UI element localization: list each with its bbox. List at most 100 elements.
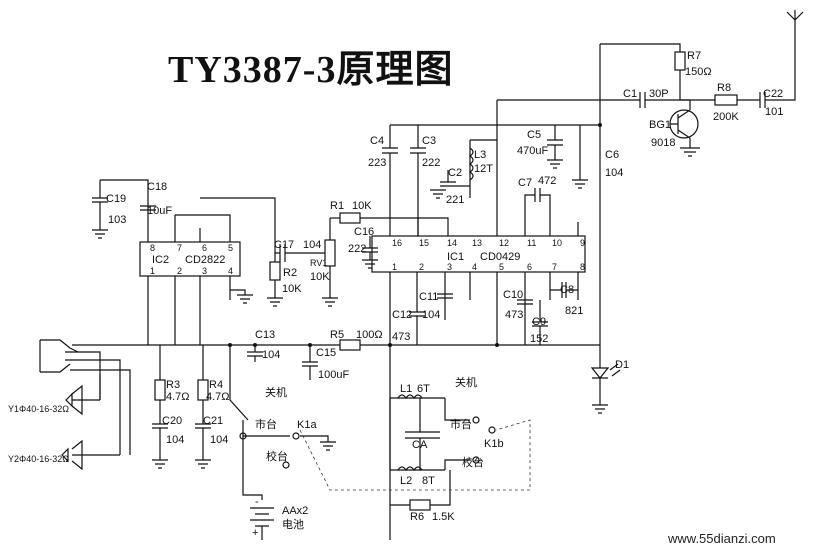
ic2-wires bbox=[92, 179, 300, 307]
volume-section bbox=[300, 212, 449, 307]
ic1-bottom-pin-2: 2 bbox=[419, 262, 424, 272]
watermark: www.55dianzi.com bbox=[668, 531, 776, 546]
label-school-1: 校台 bbox=[266, 449, 288, 463]
value-l1: 6T bbox=[417, 383, 430, 395]
value-c5: 470uF bbox=[517, 145, 548, 157]
label-ca: CA bbox=[412, 439, 428, 451]
label-c13: C13 bbox=[255, 329, 275, 341]
band-coils bbox=[299, 394, 531, 511]
antenna bbox=[786, 10, 804, 92]
resistor-r6 bbox=[409, 499, 431, 511]
label-r4: R4 bbox=[209, 379, 223, 391]
resistor-r1 bbox=[339, 212, 361, 224]
value-c1: 30P bbox=[649, 88, 669, 100]
value-c17: 104 bbox=[303, 239, 321, 251]
label-speaker-y1: Y1Φ40-16-32Ω bbox=[8, 404, 69, 414]
label-city-2: 市台 bbox=[450, 417, 472, 431]
ic1-top-pin-14: 14 bbox=[447, 238, 457, 248]
ic1-bottom-pin-6: 6 bbox=[527, 262, 532, 272]
resistor-r8 bbox=[714, 94, 738, 106]
value-c8: 821 bbox=[565, 305, 583, 317]
label-rv1: RV1 bbox=[310, 258, 327, 268]
label-c15: C15 bbox=[316, 347, 336, 359]
value-l3: 12T bbox=[474, 163, 493, 175]
audio-output bbox=[39, 339, 211, 471]
ic1-top-pin-16: 16 bbox=[392, 238, 402, 248]
label-c8: C8 bbox=[560, 284, 574, 296]
label-power-off-1: 关机 bbox=[265, 385, 287, 399]
value-c11: 104 bbox=[422, 309, 440, 321]
battery-minus: - bbox=[255, 496, 259, 508]
label-r7: R7 bbox=[687, 50, 701, 62]
label-r5: R5 bbox=[330, 329, 344, 341]
ic2-name: IC2 bbox=[152, 254, 169, 266]
value-r8: 200K bbox=[713, 111, 739, 123]
ic1-top-pin-13: 13 bbox=[472, 238, 482, 248]
ic2-part: CD2822 bbox=[185, 254, 225, 266]
value-r6: 1.5K bbox=[432, 511, 455, 523]
ic2-bottom-pin-4: 4 bbox=[228, 266, 233, 276]
value-c13: 104 bbox=[262, 349, 280, 361]
ic2-bottom-pin-3: 3 bbox=[202, 266, 207, 276]
ic1-top-pin-9: 9 bbox=[580, 238, 585, 248]
value-c3: 222 bbox=[422, 157, 440, 169]
ic1-bottom-pin-7: 7 bbox=[552, 262, 557, 272]
value-c20: 104 bbox=[166, 434, 184, 446]
value-c21: 104 bbox=[210, 434, 228, 446]
ic1-top-pin-12: 12 bbox=[499, 238, 509, 248]
label-c11: C11 bbox=[419, 291, 438, 303]
ic2-top-pin-5: 5 bbox=[228, 243, 233, 253]
ic2-bottom-pin-2: 2 bbox=[177, 266, 182, 276]
ic1-name: IC1 bbox=[447, 251, 464, 263]
ic1-bottom-pin-1: 1 bbox=[392, 262, 397, 272]
ic1-bottom-pin-8: 8 bbox=[580, 262, 585, 272]
ic2-top-pin-6: 6 bbox=[202, 243, 207, 253]
value-r7: 150Ω bbox=[685, 66, 712, 78]
label-c22: C22 bbox=[763, 88, 783, 100]
label-c4: C4 bbox=[370, 135, 384, 147]
label-battery-cn: 电池 bbox=[282, 518, 304, 531]
ic2-chip bbox=[139, 228, 241, 345]
value-r5: 100Ω bbox=[356, 329, 383, 341]
ic1-top-pin-15: 15 bbox=[419, 238, 429, 248]
value-l2: 8T bbox=[422, 475, 435, 487]
value-r3: 4.7Ω bbox=[166, 391, 190, 403]
label-bg1: BG1 bbox=[649, 119, 671, 131]
label-c18: C18 bbox=[147, 181, 167, 193]
label-k1a: K1a bbox=[297, 419, 317, 431]
ic2-bottom-pin-1: 1 bbox=[150, 266, 155, 276]
label-r2: R2 bbox=[283, 267, 297, 279]
label-k1b: K1b bbox=[484, 438, 504, 450]
value-r2: 10K bbox=[282, 283, 302, 295]
label-l3: L3 bbox=[474, 149, 486, 161]
value-c6: 104 bbox=[605, 167, 623, 179]
value-c22: 101 bbox=[765, 106, 783, 118]
label-battery: AAx2 bbox=[282, 505, 308, 517]
label-c6: C6 bbox=[605, 149, 619, 161]
ic2-top-pin-8: 8 bbox=[150, 243, 155, 253]
resistor-r3 bbox=[154, 379, 166, 401]
ic2-top-pin-7: 7 bbox=[177, 243, 182, 253]
ic1-bottom-pin-5: 5 bbox=[499, 262, 504, 272]
value-c7: 472 bbox=[538, 175, 556, 187]
label-r3: R3 bbox=[166, 379, 180, 391]
label-c21: C21 bbox=[203, 415, 223, 427]
ic1-bottom-pin-4: 4 bbox=[472, 262, 477, 272]
label-c20: C20 bbox=[162, 415, 182, 427]
label-r6: R6 bbox=[410, 511, 424, 523]
label-speaker-y2: Y2Φ40-16-32Ω bbox=[8, 454, 69, 464]
label-c7: C7 bbox=[518, 177, 532, 189]
page-title: TY3387-3原理图 bbox=[168, 49, 454, 91]
resistor-r7 bbox=[674, 51, 686, 71]
battery-plus: + bbox=[252, 527, 258, 539]
label-c17: C17 bbox=[274, 239, 294, 251]
label-c5: C5 bbox=[527, 129, 541, 141]
label-l1: L1 bbox=[400, 383, 412, 395]
label-power-off-2: 关机 bbox=[455, 375, 477, 389]
label-c3: C3 bbox=[422, 135, 436, 147]
label-d1: D1 bbox=[615, 359, 629, 371]
value-c10: 473 bbox=[505, 309, 523, 321]
value-c16: 222 bbox=[348, 243, 366, 255]
value-c12: 473 bbox=[392, 331, 410, 343]
value-r4: 4.7Ω bbox=[206, 391, 230, 403]
